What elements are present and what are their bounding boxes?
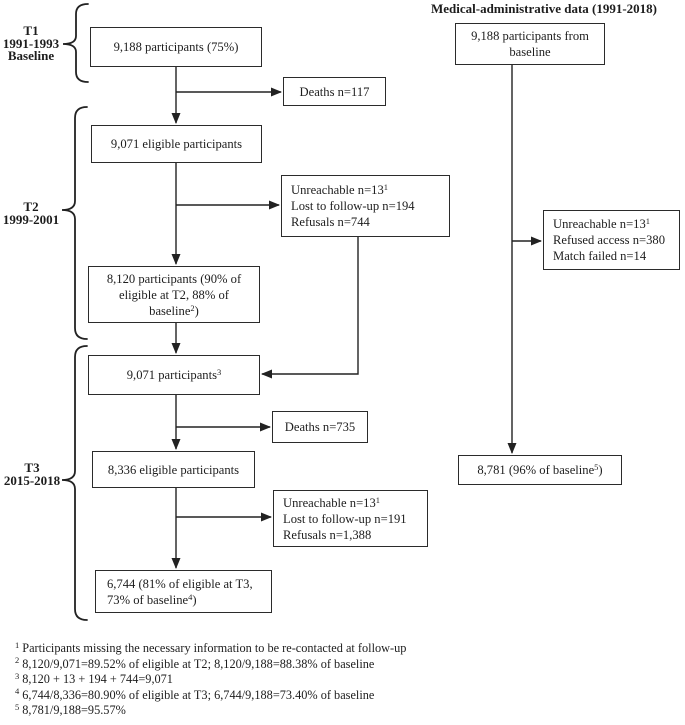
- box-attrition-t3: Unreachable n=131 Lost to follow-up n=19…: [273, 490, 428, 547]
- box-attrition-t2: Unreachable n=131 Lost to follow-up n=19…: [281, 175, 450, 237]
- arrow-attrition-t2-to-t3-start: [261, 237, 359, 379]
- box-eligible-t2: 9,071 eligible participants: [91, 125, 262, 163]
- t1-brace: [62, 3, 89, 83]
- t2-name: T2: [23, 199, 39, 214]
- box-participants-t3-start: 9,071 participants3: [88, 355, 260, 395]
- box-admin-attrition: Unreachable n=131 Refused access n=380 M…: [543, 210, 680, 270]
- t3-brace: [61, 345, 88, 621]
- t3-name: T3: [24, 460, 40, 475]
- period-label-t1: T1 1991-1993 Baseline: [0, 23, 62, 63]
- right-column-title: Medical-administrative data (1991-2018): [430, 1, 658, 16]
- t2-brace: [61, 106, 88, 340]
- box-admin-final: 8,781 (96% of baseline5): [458, 455, 622, 485]
- box-participants-t2: 8,120 participants (90% of eligible at T…: [88, 266, 260, 323]
- box-final-t3: 6,744 (81% of eligible at T3, 73% of bas…: [95, 570, 272, 613]
- box-deaths-t2: Deaths n=117: [283, 77, 386, 106]
- t1-baseline: Baseline: [7, 48, 55, 63]
- box-deaths-t3: Deaths n=735: [272, 411, 368, 443]
- box-eligible-t3: 8,336 eligible participants: [92, 451, 255, 488]
- box-baseline-participants: 9,188 participants (75%): [90, 27, 262, 67]
- t3-years: 2015-2018: [3, 472, 61, 488]
- t1-name: T1: [23, 23, 39, 38]
- box-admin-baseline: 9,188 participants from baseline: [455, 23, 605, 65]
- period-label-t3: T3 2015-2018: [0, 460, 64, 488]
- t1-years: 1991-1993: [2, 35, 60, 51]
- t2-years: 1999-2001: [2, 211, 60, 227]
- period-label-t2: T2 1999-2001: [0, 199, 62, 227]
